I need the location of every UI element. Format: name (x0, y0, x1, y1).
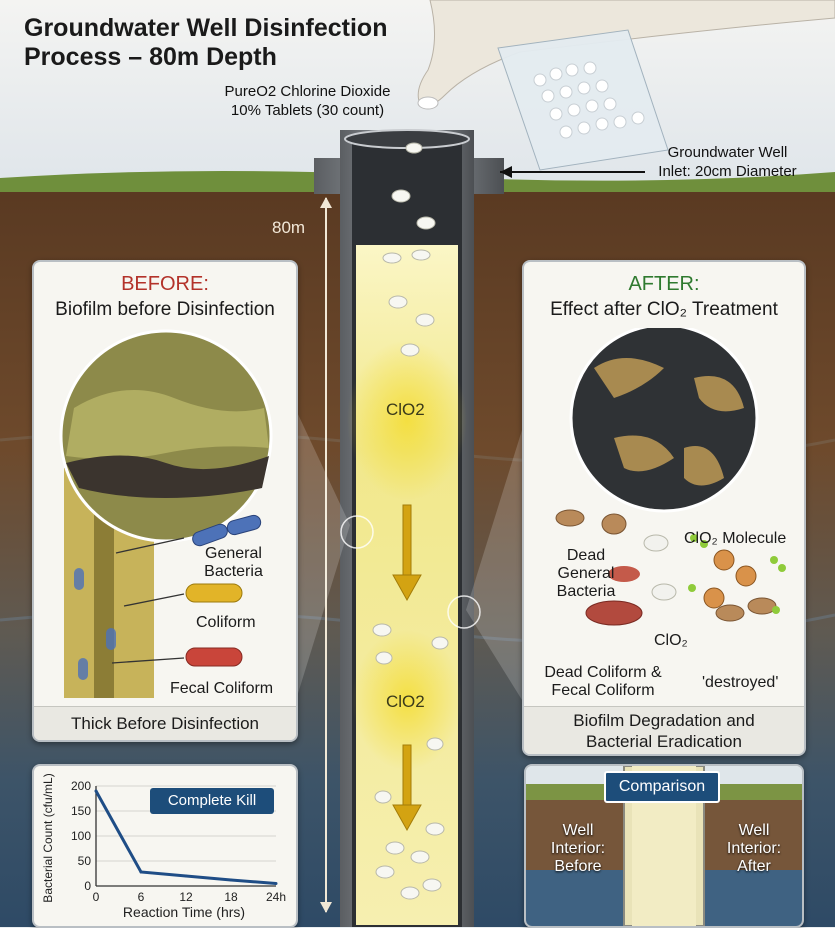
x-tick-label: 18 (224, 890, 238, 904)
well-clo2-text-lower: ClO2 (386, 692, 425, 711)
well-clo2-label-upper: ClO2 (386, 400, 425, 420)
cmp-right-line-3: After (737, 858, 771, 875)
y-axis-label: Bacterial Count (cfu/mL) (41, 773, 55, 902)
before-heading: BEFORE: (121, 273, 209, 295)
after-heading: AFTER: (628, 273, 700, 295)
kill-curve-point (184, 874, 188, 878)
well-interior-before-label: Well Interior: Before (538, 822, 618, 876)
destroyed-label: 'destroyed' (702, 674, 779, 691)
dead-coliform-line-1: Dead Coliform & (544, 664, 662, 681)
before-caption: Thick Before Disinfection (70, 714, 260, 733)
title-line-2: Process – 80m Depth (24, 43, 277, 71)
general-bacteria-line-1: General (205, 545, 262, 562)
kill-chart: 0 50 100 150 200 0 6 12 18 24h Reaction Time (hrs… (41, 773, 286, 920)
y-tick-label: 150 (71, 804, 91, 818)
page-title: Groundwater Well Disinfection Process – … (24, 14, 444, 72)
kill-curve-point (139, 870, 143, 874)
inlet-label-line-1: Groundwater Well (667, 144, 788, 161)
y-tick-label: 50 (78, 854, 92, 868)
coliform-label: Coliform (196, 614, 256, 631)
clo2-arrow-label: ClO₂ (654, 632, 688, 649)
dead-general-line-2: General (557, 565, 615, 582)
after-panel: AFTER: Effect after ClO₂ Treatment ClO₂ … (522, 260, 806, 756)
complete-kill-badge: Complete Kill (150, 788, 274, 814)
cmp-left-line-3: Before (554, 858, 602, 875)
cmp-right-line-1: Well (738, 822, 770, 839)
x-tick-label: 6 (138, 890, 145, 904)
cmp-left-line-2: Interior: (550, 840, 606, 857)
depth-label: 80m (272, 218, 306, 237)
dead-general-line-1: Dead (566, 547, 606, 564)
after-caption-bar: Biofilm Degradation and Bacterial Eradic… (524, 706, 804, 754)
well-clo2-label-lower: ClO2 (386, 692, 425, 712)
tablet-label-line-2: 10% Tablets (30 count) (230, 102, 385, 119)
x-tick-label: 12 (179, 890, 193, 904)
tablet-label-line-1: PureO2 Chlorine Dioxide (224, 83, 391, 100)
dead-general-bacteria-label: Dead General Bacteria (548, 547, 624, 601)
before-caption-bar: Thick Before Disinfection (34, 706, 296, 740)
general-bacteria-label: General Bacteria (186, 545, 281, 581)
inlet-label: Groundwater Well Inlet: 20cm Diameter (630, 143, 825, 181)
x-tick-label: 24h (266, 890, 286, 904)
dead-general-line-3: Bacteria (556, 583, 616, 600)
x-axis-label: Reaction Time (hrs) (123, 904, 245, 920)
title-line-1: Groundwater Well Disinfection (24, 14, 388, 42)
chart-ticks: 0 50 100 150 200 0 6 12 18 24h (71, 779, 286, 904)
clo2-molecule-label: ClO₂ Molecule (684, 530, 787, 547)
kill-curve-point (94, 789, 98, 793)
comparison-badge: Comparison (604, 771, 720, 803)
y-tick-label: 0 (84, 879, 91, 893)
x-tick-label: 0 (93, 890, 100, 904)
kill-curve-point (274, 882, 278, 885)
well-clo2-text-upper: ClO2 (386, 400, 425, 419)
y-tick-label: 200 (71, 779, 91, 793)
general-bacteria-line-2: Bacteria (204, 563, 263, 580)
before-subheading: Biofilm before Disinfection (55, 299, 275, 320)
before-panel: BEFORE: Biofilm before Disinfection Gene… (32, 260, 298, 742)
after-caption-line-2: Bacterial Eradication (586, 732, 742, 751)
dead-coliform-label: Dead Coliform & Fecal Coliform (538, 664, 668, 700)
biofilm-illustration (59, 329, 273, 698)
tablet-label: PureO2 Chlorine Dioxide 10% Tablets (30 … (200, 82, 415, 120)
fecal-coliform-label: Fecal Coliform (170, 680, 274, 697)
dead-coliform-line-2: Fecal Coliform (551, 682, 655, 699)
cmp-right-line-2: Interior: (726, 840, 782, 857)
inlet-label-line-2: Inlet: 20cm Diameter (658, 163, 797, 180)
cmp-left-line-1: Well (562, 822, 594, 839)
y-tick-label: 100 (71, 829, 91, 843)
kill-curve-points (94, 789, 278, 885)
after-caption-line-1: Biofilm Degradation and (573, 711, 755, 730)
after-subheading: Effect after ClO₂ Treatment (550, 299, 778, 320)
degraded-biofilm-illustration (555, 328, 786, 626)
kill-curve-point (229, 878, 233, 882)
well-interior-after-label: Well Interior: After (712, 822, 796, 876)
